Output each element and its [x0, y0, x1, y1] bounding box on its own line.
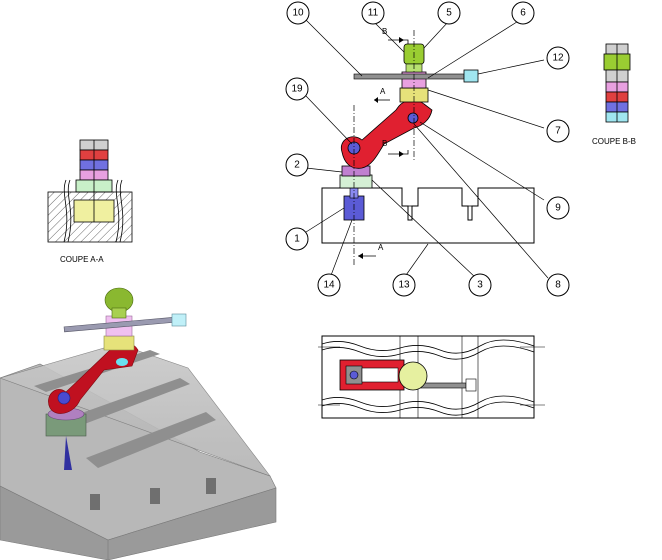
isometric-view: [0, 287, 277, 560]
svg-text:13: 13: [398, 280, 410, 291]
top-view-knob: [398, 361, 428, 391]
svg-text:1: 1: [294, 234, 300, 245]
balloon-10: 10: [286, 1, 310, 25]
balloon-11: 11: [361, 1, 385, 25]
balloon-19: 19: [285, 77, 309, 101]
rod-part-10: [353, 73, 465, 80]
balloon-5: 5: [437, 1, 461, 25]
svg-text:3: 3: [477, 280, 483, 291]
iso-tip: [171, 313, 187, 327]
balloon-8: 8: [546, 273, 570, 297]
iso-ring-nut: [103, 335, 135, 351]
tip-part-12: [463, 69, 479, 83]
svg-text:14: 14: [323, 280, 335, 291]
svg-text:2: 2: [294, 160, 300, 171]
section-marker-a-bottom: A: [378, 243, 384, 252]
svg-text:11: 11: [368, 8, 379, 19]
part-balloons: 10 11 5 6 12 19 7 2 9 1 14 13 3 8: [285, 1, 570, 297]
top-view: [318, 335, 545, 419]
balloon-9: 9: [546, 196, 570, 220]
front-view: A A B B: [305, 19, 549, 279]
base-nut-part-3: [339, 174, 373, 189]
balloon-1: 1: [285, 227, 309, 251]
svg-text:7: 7: [555, 126, 561, 137]
coupe-a-a-caption: COUPE A-A: [60, 255, 104, 264]
coupe-b-b-caption: COUPE B-B: [592, 137, 636, 146]
svg-text:5: 5: [446, 8, 452, 19]
svg-text:12: 12: [552, 53, 564, 64]
svg-text:8: 8: [555, 280, 561, 291]
section-marker-a-top: A: [380, 87, 386, 96]
balloon-13: 13: [392, 273, 416, 297]
pivot-screw-part-8: [407, 112, 419, 124]
svg-text:9: 9: [555, 203, 561, 214]
clamp-arm-part-9: [340, 99, 433, 169]
section-view-b-b: COUPE B-B: [592, 43, 636, 146]
iso-bolt: [64, 436, 72, 470]
section-view-a-a: COUPE A-A: [47, 139, 133, 264]
svg-text:19: 19: [291, 84, 303, 95]
svg-text:10: 10: [292, 8, 304, 19]
balloon-7: 7: [546, 119, 570, 143]
balloon-2: 2: [285, 153, 309, 177]
balloon-14: 14: [317, 273, 341, 297]
balloon-12: 12: [546, 46, 570, 70]
section-marker-b-bottom: B: [382, 139, 387, 148]
section-marker-b-top: B: [382, 27, 387, 36]
svg-text:6: 6: [520, 8, 526, 19]
balloon-6: 6: [511, 1, 535, 25]
balloon-3: 3: [468, 273, 492, 297]
